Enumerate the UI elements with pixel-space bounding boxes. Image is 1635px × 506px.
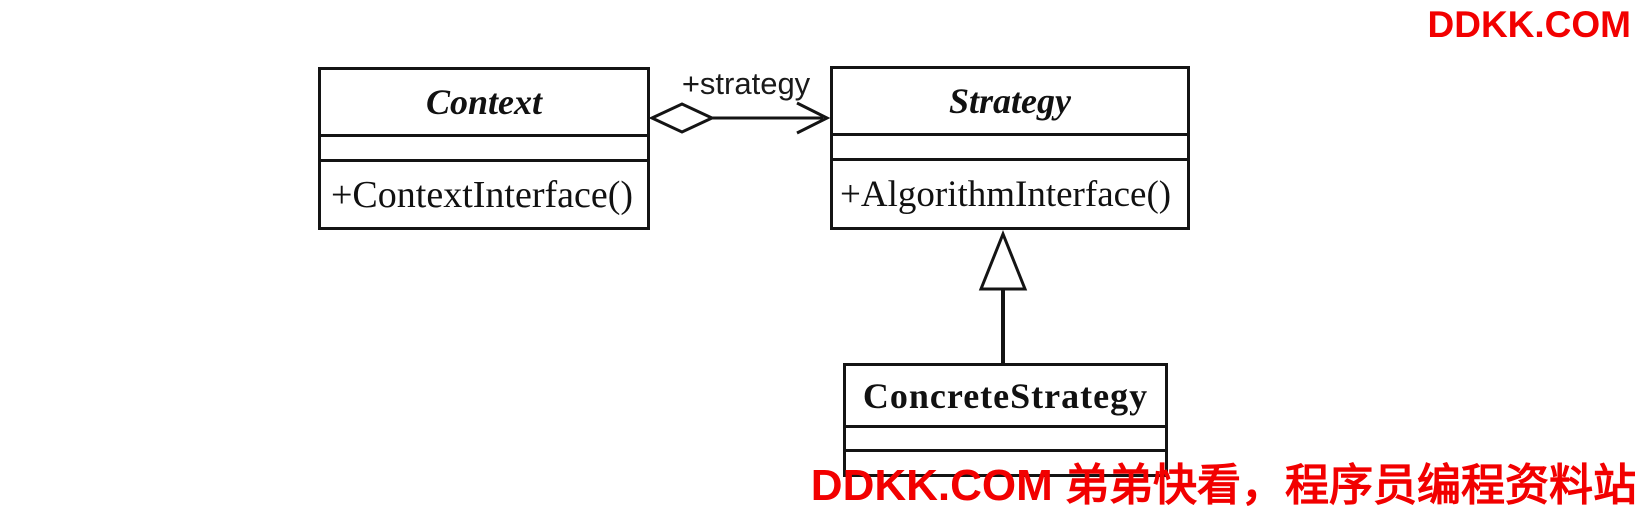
class-method-contextinterface: +ContextInterface(): [331, 173, 634, 216]
class-box-strategy: Strategy +AlgorithmInterface(): [830, 66, 1190, 230]
aggregation-edge: [648, 101, 831, 135]
class-title-concretestrategy: ConcreteStrategy: [846, 366, 1165, 428]
class-title-context: Context: [321, 70, 647, 137]
watermark-bottom: DDKK.COM 弟弟快看，程序员编程资料站: [810, 461, 1635, 506]
class-box-context: Context +ContextInterface(): [318, 67, 650, 230]
generalization-triangle-icon: [978, 229, 1028, 291]
aggregation-role-label: +strategy: [681, 66, 811, 101]
class-box-concretestrategy: ConcreteStrategy: [843, 363, 1168, 477]
aggregation-diamond-icon: [648, 102, 716, 134]
watermark-top-right: DDKK.COM: [1427, 4, 1631, 45]
class-title-strategy: Strategy: [833, 69, 1187, 136]
class-attributes-concretestrategy: [846, 428, 1165, 452]
open-arrowhead-icon: [796, 101, 831, 135]
class-attributes-context: [321, 137, 647, 162]
generalization-edge: [978, 229, 1028, 364]
class-method-algorithminterface: +AlgorithmInterface(): [840, 173, 1172, 215]
class-attributes-strategy: [833, 136, 1187, 161]
